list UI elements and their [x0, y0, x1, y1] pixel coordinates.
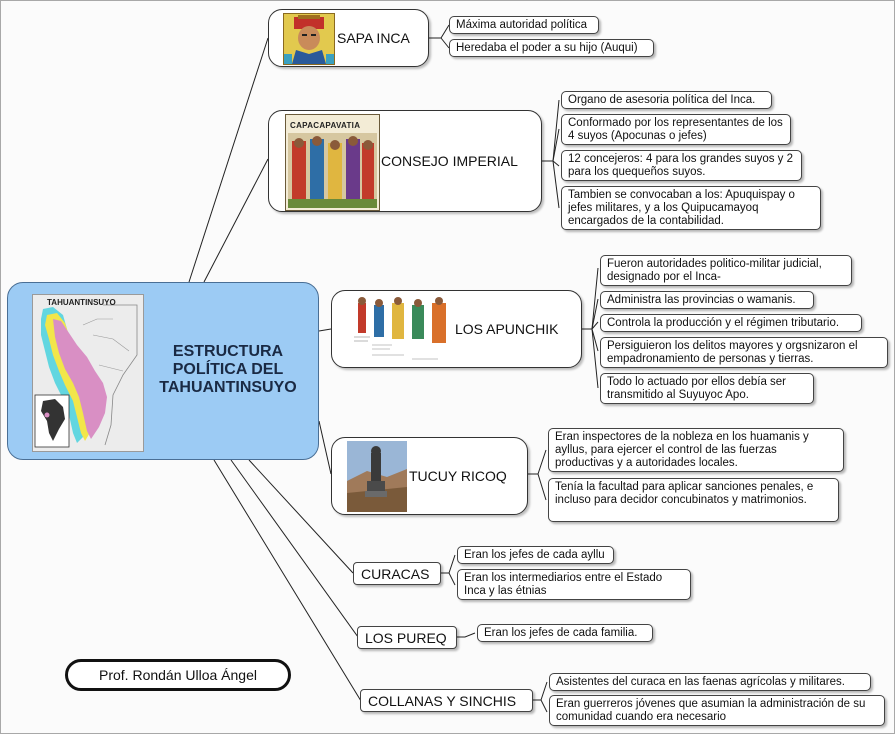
branch-consejo-imperial[interactable]: CAPACAPAVATIA CONSEJO IMPERIAL	[268, 110, 542, 212]
note-tucuy-1[interactable]: Eran inspectores de la nobleza en los hu…	[548, 428, 844, 472]
note-consejo-4[interactable]: Tambien se convocaban a los: Apuquispay …	[561, 186, 821, 230]
note-curacas-1[interactable]: Eran los jefes de cada ayllu	[457, 546, 614, 564]
note-apunchik-5[interactable]: Todo lo actuado por ellos debía ser tran…	[600, 373, 814, 404]
note-apunchik-2[interactable]: Administra las provincias o wamanis.	[600, 291, 814, 309]
note-apunchik-1[interactable]: Fueron autoridades politico-militar judi…	[600, 255, 852, 286]
note-sapa-inca-2[interactable]: Heredaba el poder a su hijo (Auqui)	[449, 39, 654, 57]
note-consejo-3[interactable]: 12 concejeros: 4 para los grandes suyos …	[561, 150, 802, 181]
central-topic[interactable]: TAHUANTINSUYO ESTRUCTURA POLÍTICA DEL TA…	[7, 282, 319, 460]
peru-map-image: TAHUANTINSUYO	[32, 294, 144, 452]
branch-los-apunchik[interactable]: LOS APUNCHIK	[331, 290, 582, 368]
apunchik-figures-image	[352, 295, 452, 365]
note-curacas-2[interactable]: Eran los intermediarios entre el Estado …	[457, 569, 691, 600]
branch-label: TUCUY RICOQ	[409, 468, 507, 484]
branch-curacas[interactable]: CURACAS	[353, 562, 441, 585]
branch-label: LOS APUNCHIK	[455, 321, 559, 337]
note-apunchik-4[interactable]: Persiguieron los delitos mayores y orgsn…	[600, 337, 888, 368]
note-tucuy-2[interactable]: Tenía la facultad para aplicar sanciones…	[548, 478, 839, 522]
consejo-image-caption: CAPACAPAVATIA	[290, 121, 361, 130]
note-pureq-1[interactable]: Eran los jefes de cada familia.	[477, 624, 653, 642]
branch-label: CONSEJO IMPERIAL	[381, 153, 518, 169]
map-label: TAHUANTINSUYO	[47, 298, 116, 307]
branch-tucuy-ricoq[interactable]: TUCUY RICOQ	[331, 437, 528, 515]
central-title: ESTRUCTURA POLÍTICA DEL TAHUANTINSUYO	[159, 343, 297, 396]
tucuy-ricoq-statue-image	[347, 441, 407, 512]
branch-sapa-inca[interactable]: SAPA INCA	[268, 9, 429, 67]
branch-los-pureq[interactable]: LOS PUREQ	[357, 626, 457, 649]
author-badge: Prof. Rondán Ulloa Ángel	[65, 659, 291, 691]
map-drawing	[34, 304, 138, 448]
branch-collanas-y-sinchis[interactable]: COLLANAS Y SINCHIS	[360, 689, 533, 712]
consejo-imperial-image: CAPACAPAVATIA	[285, 114, 380, 211]
sapa-inca-portrait-image	[283, 13, 335, 65]
note-consejo-1[interactable]: Organo de asesoria política del Inca.	[561, 91, 772, 109]
branch-label: SAPA INCA	[337, 30, 410, 46]
note-consejo-2[interactable]: Conformado por los representantes de los…	[561, 114, 791, 145]
note-sapa-inca-1[interactable]: Máxima autoridad política	[449, 16, 599, 34]
note-collanas-1[interactable]: Asistentes del curaca en las faenas agrí…	[549, 673, 871, 691]
note-apunchik-3[interactable]: Controla la producción y el régimen trib…	[600, 314, 862, 332]
note-collanas-2[interactable]: Eran guerreros jóvenes que asumian la ad…	[549, 695, 885, 726]
